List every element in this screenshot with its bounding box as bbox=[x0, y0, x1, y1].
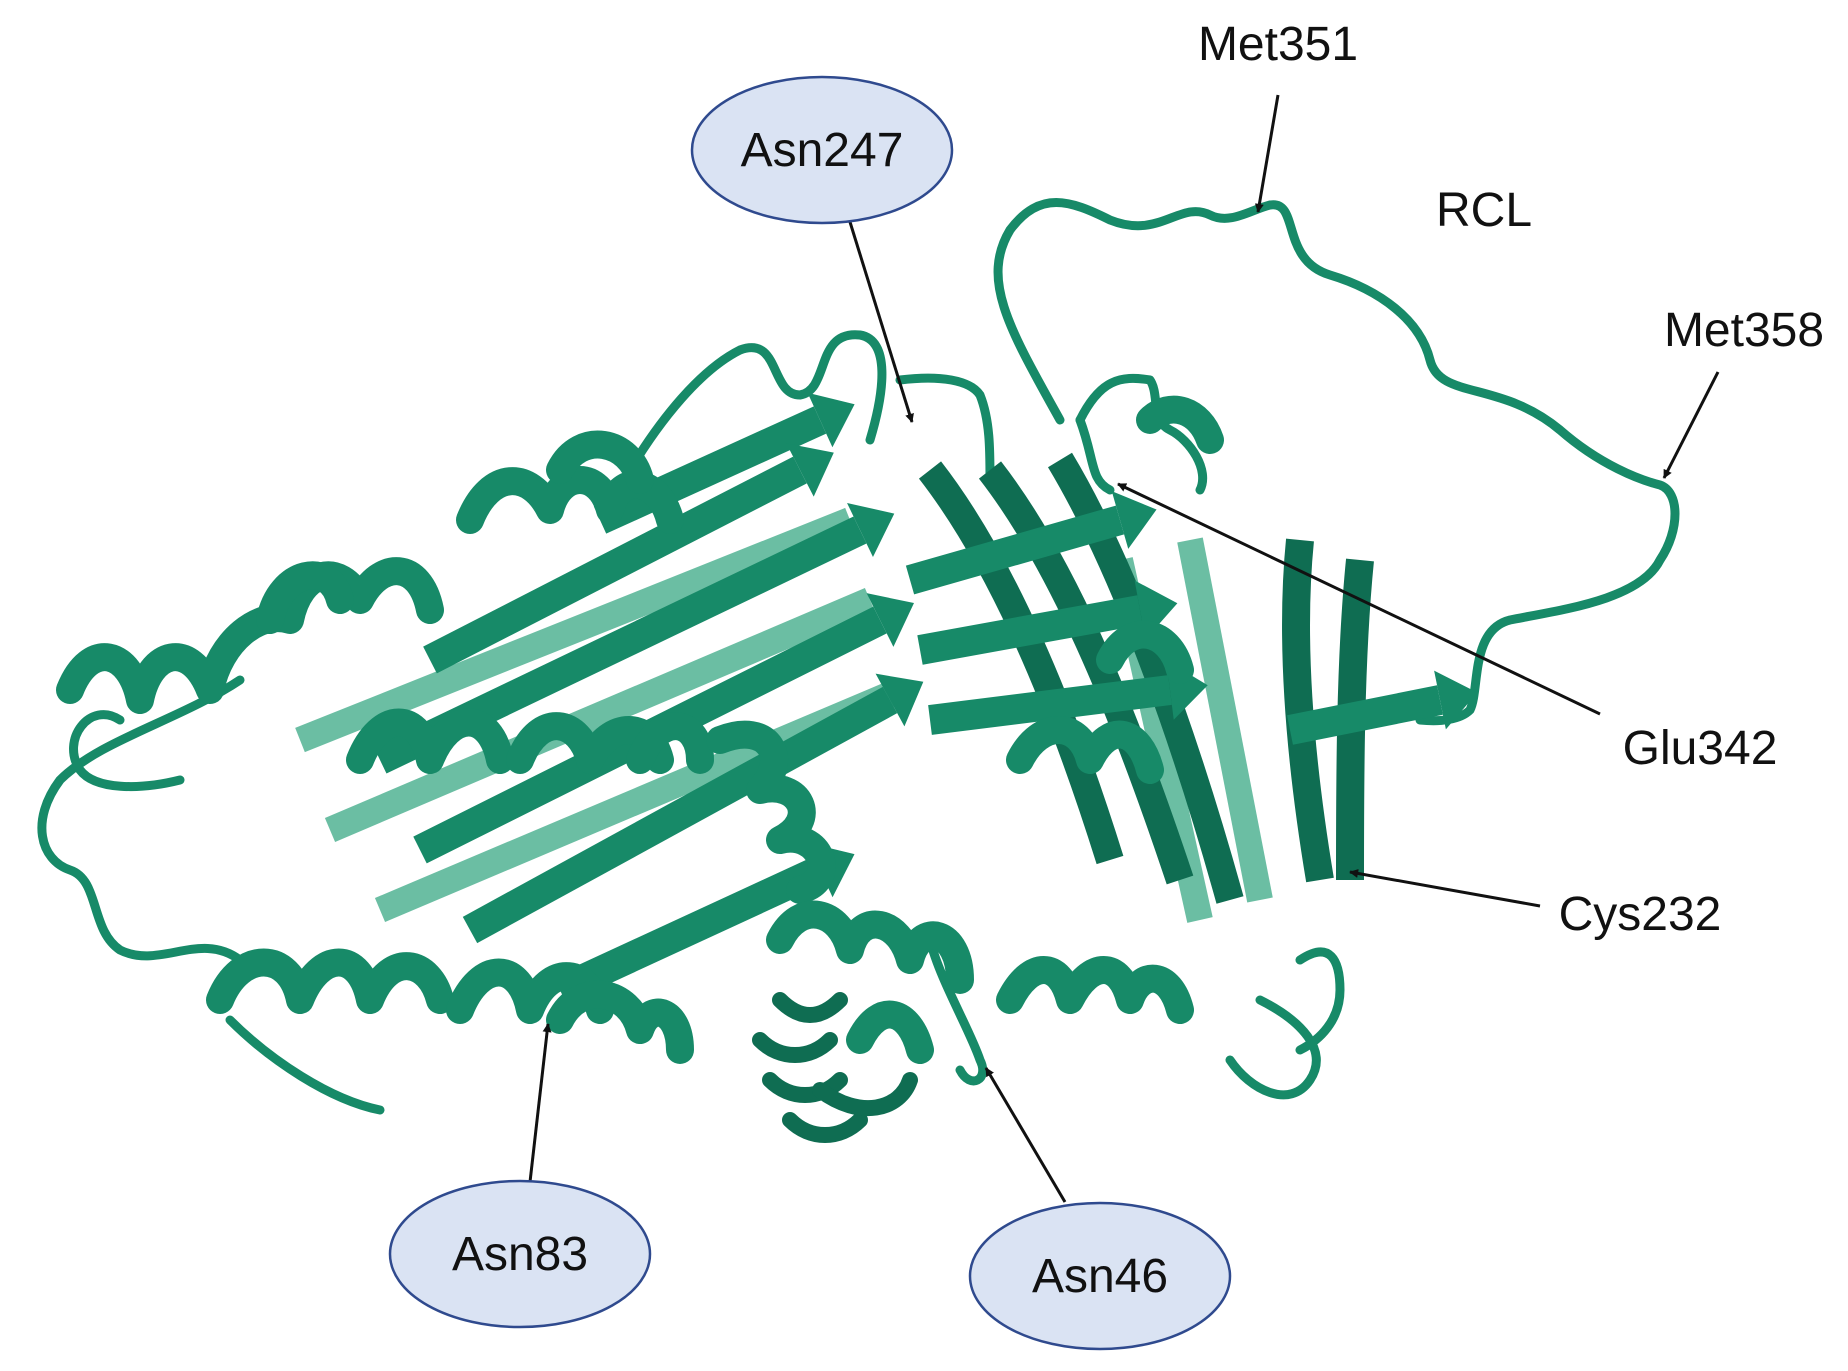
protein-ribbon-structure bbox=[37, 198, 1680, 1143]
arrow-asn46 bbox=[984, 1067, 1067, 1203]
rcl-loop bbox=[993, 198, 1680, 726]
annotations: Met351 RCL Met358 Glu342 Cys232 Asn247 A… bbox=[388, 18, 1824, 1351]
glycan-site-asn83: Asn83 bbox=[388, 1179, 652, 1329]
label-asn46: Asn46 bbox=[1032, 1250, 1168, 1303]
arrow-asn247 bbox=[848, 221, 914, 423]
beta-strand-arrowhead bbox=[807, 392, 855, 448]
beta-strand-arrowhead bbox=[1111, 491, 1157, 549]
label-met358: Met358 bbox=[1664, 304, 1824, 357]
label-met351: Met351 bbox=[1198, 18, 1358, 71]
glycan-site-asn46: Asn46 bbox=[968, 1201, 1232, 1351]
coil-loops bbox=[37, 198, 1680, 1115]
beta-strand-arrowhead bbox=[866, 593, 914, 647]
label-asn247: Asn247 bbox=[741, 124, 904, 177]
beta-strand-arrowhead bbox=[786, 443, 834, 497]
label-asn83: Asn83 bbox=[452, 1228, 588, 1281]
beta-strand-arrowhead bbox=[875, 673, 924, 727]
arrow-met358 bbox=[1662, 371, 1720, 479]
label-rcl: RCL bbox=[1436, 184, 1532, 237]
beta-strand-arrowhead bbox=[1434, 670, 1478, 730]
arrow-met351 bbox=[1254, 94, 1280, 213]
arrow-cys232 bbox=[1349, 868, 1541, 908]
alpha-helices bbox=[56, 395, 1224, 1064]
arrow-glu342 bbox=[1117, 482, 1601, 716]
beta-strand-arrowhead bbox=[847, 502, 895, 558]
helix-ridges bbox=[752, 992, 918, 1143]
label-cys232: Cys232 bbox=[1559, 888, 1722, 941]
arrow-asn83 bbox=[528, 1023, 552, 1183]
label-glu342: Glu342 bbox=[1623, 722, 1778, 775]
glycan-site-asn247: Asn247 bbox=[690, 75, 954, 225]
